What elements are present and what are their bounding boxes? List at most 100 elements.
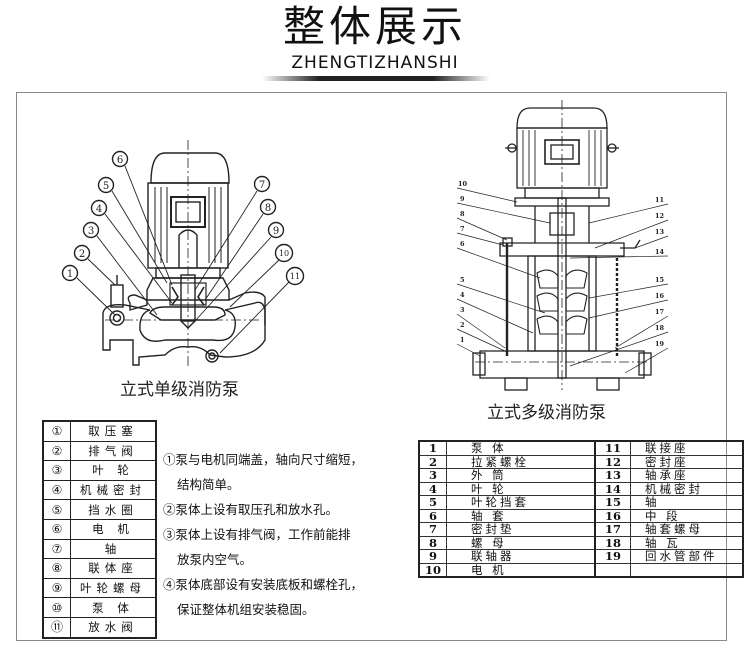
- part-number: ②: [42, 440, 71, 462]
- note-text: ④泵体底部设有安装底板和螺栓孔，: [163, 577, 364, 592]
- callout-9: 9: [273, 226, 279, 237]
- terminal-arc: [178, 229, 198, 236]
- callout-circle: [267, 221, 285, 239]
- callout-5: 5: [460, 276, 465, 284]
- single-stage-pump-diagram: 1 2 3 4 5 6 7 8 9 10 11: [61, 140, 305, 367]
- part-number: 2: [418, 454, 447, 469]
- single-stage-caption: 立式单级消防泵: [120, 380, 239, 400]
- callout-8: 8: [460, 210, 465, 218]
- foot-left: [504, 377, 528, 391]
- part-number: 17: [594, 522, 631, 537]
- note-item: ④泵体底部设有安装底板和螺栓孔，保证整体机组安装稳固。: [163, 572, 408, 622]
- drain-port: [205, 349, 219, 363]
- callout-circle: [274, 243, 294, 263]
- callout-3: 3: [460, 306, 465, 314]
- seal-chamber: [169, 282, 207, 306]
- callout-circle: [259, 198, 277, 216]
- callout-13: 13: [655, 228, 665, 236]
- part-name: 拉紧螺栓: [446, 454, 596, 469]
- part-number: ①: [42, 420, 71, 442]
- part-name: 电 机: [70, 518, 157, 540]
- part-number: ④: [42, 479, 71, 501]
- motor-fins: [154, 187, 222, 263]
- inlet-flange: [472, 352, 486, 376]
- page-subtitle: ZHENGTIZHANSHI: [291, 53, 459, 73]
- callout-leaders: [456, 187, 669, 374]
- part-name: 外 筒: [446, 468, 596, 483]
- part-name: 螺 母: [446, 535, 596, 550]
- mechanical-seal: [171, 286, 205, 306]
- part-name: 轴: [70, 538, 157, 560]
- motor-fan-cover: [516, 107, 608, 129]
- part-number: 6: [418, 508, 447, 523]
- part-name: 联接座: [630, 440, 744, 456]
- multi-stage-pump-diagram: 10 9 8 7 6 5 4 3 2 1 11 12 13 14 15 16 1…: [456, 100, 669, 391]
- part-name: 轴套螺母: [630, 522, 744, 537]
- part-name: 叶轮挡套: [446, 495, 596, 510]
- part-number: 19: [594, 549, 631, 564]
- pump-nozzle-left: [127, 294, 148, 311]
- note-text: ②泵体上设有取压孔和放水孔。: [163, 502, 339, 517]
- callout-10: 10: [458, 180, 468, 188]
- coupling: [549, 212, 575, 236]
- callout-circle: [97, 176, 115, 194]
- part-name: 联体座: [70, 558, 157, 579]
- bearing-handle: [620, 239, 641, 249]
- callout-leaders: [76, 165, 290, 354]
- outlet-flange: [638, 352, 652, 376]
- terminal-box: [544, 139, 580, 165]
- part-name: 叶 轮: [446, 481, 596, 496]
- shaft: [180, 274, 196, 322]
- callout-11: 11: [655, 196, 664, 204]
- callout-circle: [111, 150, 129, 168]
- part-name: 轴 套: [446, 508, 596, 523]
- note-text: ③泵体上设有排气阀，工作前能排: [163, 527, 351, 542]
- note-continuation: 结构简单。: [177, 477, 240, 492]
- callout-7: 7: [259, 180, 265, 191]
- part-name: 回水管部件: [630, 549, 744, 564]
- part-name: 轴承座: [630, 468, 744, 483]
- part-name: 泵 体: [70, 597, 157, 618]
- callout-10: 10: [279, 249, 289, 258]
- callout-4: 4: [460, 291, 465, 299]
- part-name: 电 机: [446, 562, 596, 578]
- part-number: [594, 562, 631, 578]
- seal-housing: [499, 242, 625, 257]
- part-name: 挡水圈: [70, 499, 157, 520]
- title-underline: [262, 76, 490, 81]
- callout-2: 2: [79, 249, 85, 260]
- vent-valve-body: [110, 284, 124, 308]
- part-number: 7: [418, 522, 447, 537]
- part-number: ⑨: [42, 577, 71, 599]
- callout-12: 12: [655, 212, 664, 220]
- callout-circle: [90, 199, 108, 217]
- pump-base: [479, 350, 645, 379]
- callout-5: 5: [103, 181, 109, 192]
- part-number: 4: [418, 481, 447, 496]
- impeller: [149, 306, 226, 321]
- part-name: 叶 轮: [70, 460, 157, 481]
- part-name: 轴: [630, 495, 744, 510]
- callout-circle: [253, 175, 271, 193]
- callout-18: 18: [655, 324, 665, 332]
- part-name: 联轴器: [446, 549, 596, 564]
- part-name: 排气阀: [70, 440, 157, 462]
- part-name: 叶轮螺母: [70, 577, 157, 599]
- part-number: ⑧: [42, 558, 71, 579]
- part-name: 中 段: [630, 508, 744, 523]
- note-item: ①泵与电机同端盖，轴向尺寸缩短，结构简单。: [163, 447, 408, 497]
- pressure-port: [109, 310, 125, 326]
- part-number: 8: [418, 535, 447, 550]
- part-number: 18: [594, 535, 631, 550]
